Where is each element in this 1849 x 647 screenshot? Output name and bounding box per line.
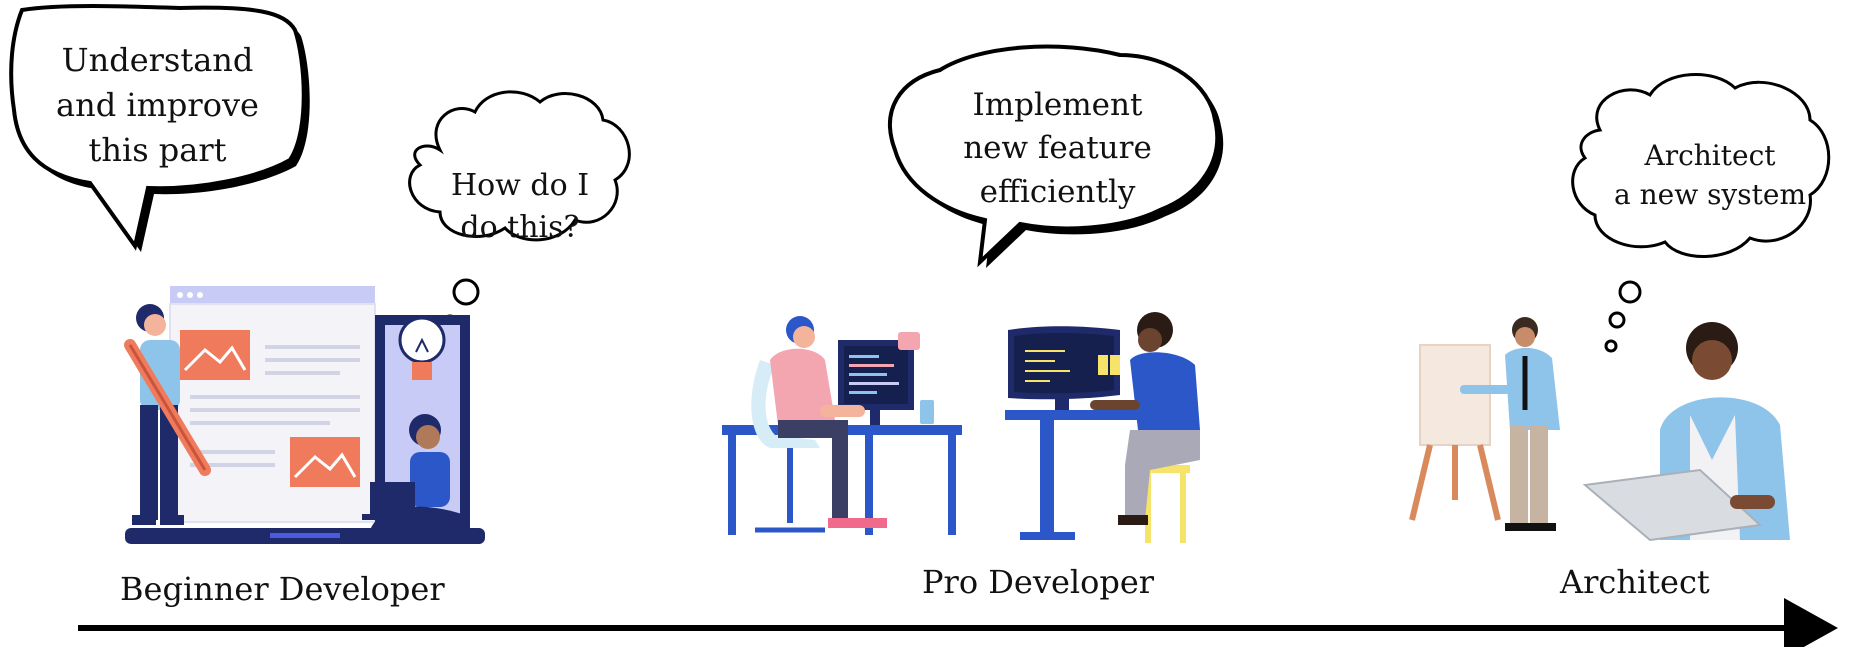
pro-speech-bubble (888, 44, 1224, 268)
architect-thought-line: Architect (1644, 139, 1776, 172)
beginner-developer-label: Beginner Developer (120, 570, 445, 608)
laptop-icon (362, 482, 422, 520)
image-placeholder-icon (180, 330, 250, 380)
pro-speech-line: efficiently (979, 173, 1136, 210)
beginner-speech-line: this part (88, 130, 227, 169)
pro-developer-label: Pro Developer (922, 563, 1155, 601)
architect-thought-cloud (1571, 72, 1831, 353)
architect-thought-line: a new system (1614, 178, 1806, 212)
pro-speech-line: Implement (972, 87, 1143, 123)
monitor-icon (1008, 326, 1120, 410)
beginner-speech-line: Understand (61, 41, 254, 79)
beginner-speech-line: and improve (56, 85, 259, 124)
beginner-speech-text: Understand and improve this part (30, 38, 285, 172)
beginner-speech-bubble (9, 4, 310, 252)
architect-label: Architect (1560, 563, 1710, 601)
beginner-thought-text: How do I do this? (445, 165, 595, 249)
pro-speech-text: Implement new feature efficiently (925, 84, 1190, 214)
architect-thought-text: Architect a new system (1595, 136, 1825, 214)
beginner-thought-line: How do I (450, 168, 590, 203)
image-placeholder-icon (290, 437, 360, 487)
beginner-developer-illustration (124, 286, 485, 544)
monitor-icon (838, 332, 920, 425)
beginner-thought-line: do this? (460, 210, 580, 245)
pro-developer-illustration (722, 312, 1200, 543)
pro-speech-line: new feature (963, 130, 1152, 167)
architect-illustration (1409, 317, 1790, 542)
lightbulb-icon (398, 316, 446, 380)
easel-icon (1409, 344, 1501, 521)
